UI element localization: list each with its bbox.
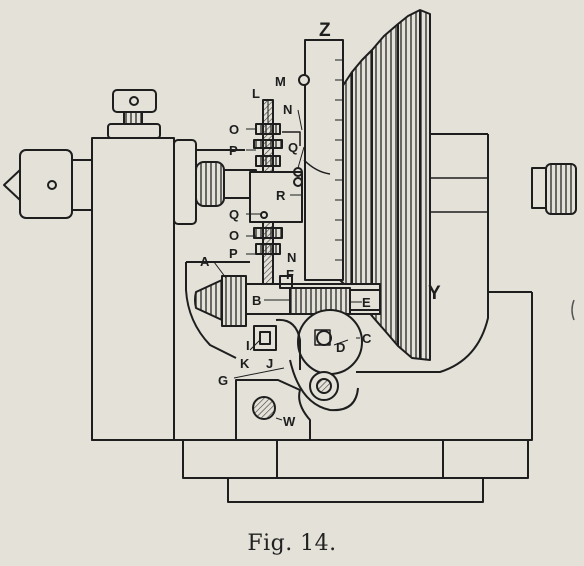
- margin-mark: [571, 299, 575, 321]
- label-J: J: [266, 356, 273, 371]
- label-A: A: [200, 254, 210, 269]
- label-F: F: [286, 267, 294, 282]
- label-B: B: [252, 293, 261, 308]
- stepped-disk: [339, 9, 431, 361]
- right-spindle: [531, 163, 577, 215]
- label-C: C: [362, 331, 372, 346]
- label-G: G: [218, 373, 228, 388]
- label-O-top: O: [229, 122, 239, 137]
- label-P-mid: P: [229, 246, 238, 261]
- label-O-mid: O: [229, 228, 239, 243]
- label-Z: Z: [319, 20, 331, 41]
- lever-assembly: [235, 318, 359, 441]
- figure-caption: Fig. 14.: [247, 531, 337, 556]
- label-D: D: [336, 340, 345, 355]
- eccentric-cam: [297, 309, 363, 375]
- label-P-top: P: [229, 143, 238, 158]
- left-chuck: [3, 149, 93, 219]
- top-bolt: [107, 89, 161, 139]
- label-N-mid: N: [287, 250, 296, 265]
- label-L: L: [252, 86, 260, 101]
- label-K: K: [240, 356, 250, 371]
- bed-feet: [182, 439, 529, 503]
- label-Q-top: Q: [288, 140, 298, 155]
- label-M: M: [275, 74, 286, 89]
- part-labels: Z M L N O P Q R Q O P N A F B E Y C D I …: [200, 20, 441, 429]
- label-W: W: [283, 414, 296, 429]
- label-I: I: [246, 338, 250, 353]
- vertical-scale: [298, 39, 344, 281]
- label-N-top: N: [283, 102, 292, 117]
- label-Y: Y: [428, 283, 441, 304]
- label-Q-mid: Q: [229, 207, 239, 222]
- label-E: E: [362, 295, 371, 310]
- label-R: R: [276, 188, 286, 203]
- leader-lines: [213, 100, 362, 421]
